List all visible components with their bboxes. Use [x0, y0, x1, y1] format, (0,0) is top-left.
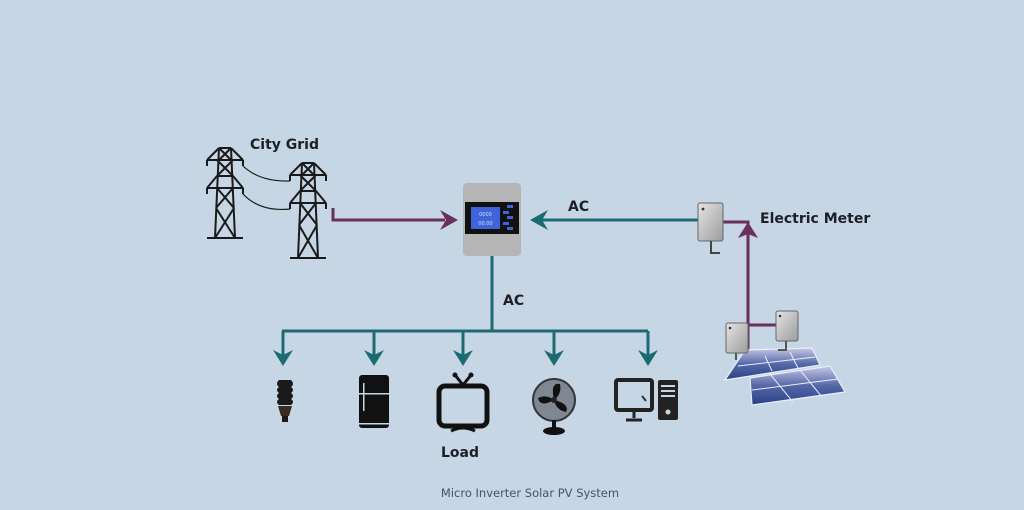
grid-to-inverter-line: [331, 208, 445, 222]
tower-icon: [289, 162, 327, 259]
micro-inverter-icon: [775, 310, 799, 351]
load-label: Load: [441, 445, 479, 461]
inverter-device: 0000 00.00: [463, 183, 521, 256]
light-bulb-icon: [277, 380, 293, 422]
ac-input-label: AC: [568, 199, 589, 215]
meter-arrow-icon: [738, 222, 758, 238]
micro-inverter-icon: [725, 322, 749, 360]
display-line1: 0000: [479, 212, 492, 218]
ac-output-label: AC: [503, 293, 524, 309]
tower-icon: [206, 147, 244, 239]
load-arrow-icon: [364, 350, 384, 366]
refrigerator-icon: [359, 375, 389, 428]
television-icon: [436, 372, 490, 433]
diagram-caption: Micro Inverter Solar PV System: [441, 486, 619, 500]
city-grid-label: City Grid: [250, 137, 319, 153]
load-drops: [273, 331, 658, 366]
grid-arrow-icon: [440, 210, 458, 230]
load-arrow-icon: [453, 350, 473, 366]
fan-icon: [532, 378, 576, 435]
load-arrow-icon: [273, 350, 293, 366]
ac-arrow-icon: [530, 210, 548, 230]
computer-icon: [614, 378, 678, 422]
electric-meter-label: Electric Meter: [760, 211, 870, 227]
load-arrow-icon: [638, 350, 658, 366]
electric-meter-icon: [697, 202, 724, 254]
solar-panels-icon: [723, 347, 846, 406]
load-arrow-icon: [544, 350, 564, 366]
city-grid-towers-icon: [206, 147, 327, 259]
display-line2: 00.00: [478, 221, 492, 227]
